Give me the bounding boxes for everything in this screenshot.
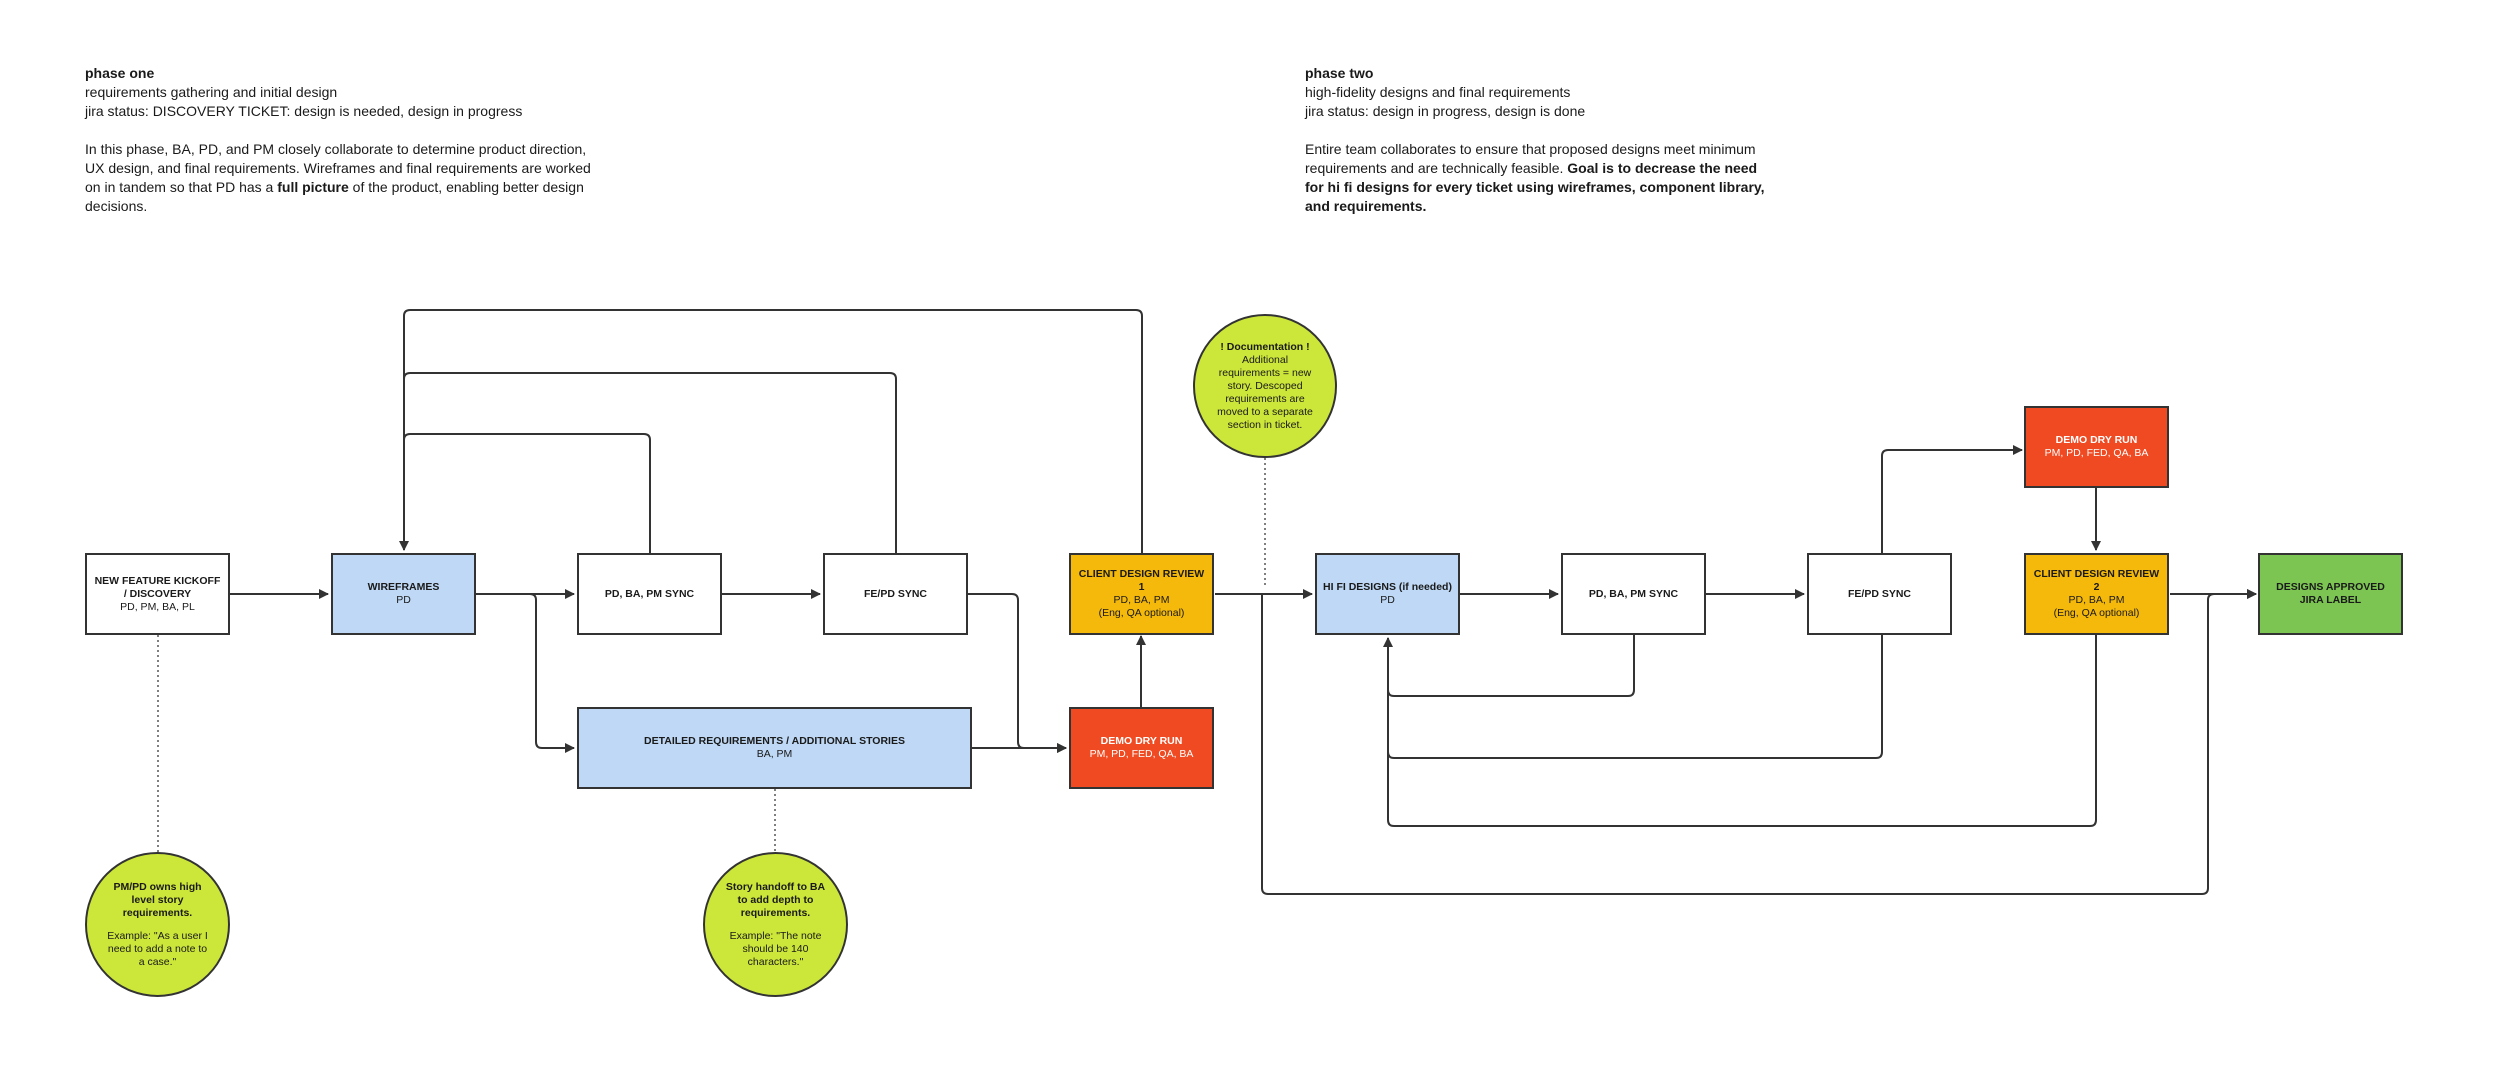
node-approved[interactable]: DESIGNS APPROVED JIRA LABEL — [2258, 553, 2403, 635]
phase-two-title: phase two — [1305, 65, 1374, 81]
node-fepd1[interactable]: FE/PD SYNC — [823, 553, 968, 635]
bypass-review1-approved — [1261, 589, 2257, 895]
node-wireframes-roles: PD — [396, 594, 411, 606]
node-detailed-roles: BA, PM — [756, 748, 793, 760]
node-review1-title: CLIENT DESIGN REVIEW 1 — [1078, 568, 1205, 593]
node-detailed-title: DETAILED REQUIREMENTS / ADDITIONAL STORI… — [644, 735, 905, 747]
note-pmpd-title: PM/PD owns high level story requirements… — [113, 880, 202, 919]
node-fepd2[interactable]: FE/PD SYNC — [1807, 553, 1952, 635]
arrow-wireframes-detailed — [476, 593, 575, 753]
loop-review1-wireframes — [403, 309, 1143, 553]
node-review1-roles: PD, BA, PM — [1113, 594, 1170, 606]
note-documentation-body: Additional requirements = new story. Des… — [1217, 353, 1313, 431]
note-pmpd[interactable]: PM/PD owns high level story requirements… — [85, 852, 230, 997]
note-documentation-title: ! Documentation ! — [1220, 340, 1310, 353]
node-review2-optional: (Eng, QA optional) — [2053, 607, 2140, 619]
phase-two-body: Entire team collaborates to ensure that … — [1305, 140, 1775, 216]
phase-one-subtitle: requirements gathering and initial desig… — [85, 84, 338, 100]
node-kickoff-title: NEW FEATURE KICKOFF / DISCOVERY — [94, 574, 221, 600]
node-hifi[interactable]: HI FI DESIGNS (if needed) PD — [1315, 553, 1460, 635]
node-review2-title: CLIENT DESIGN REVIEW 2 — [2033, 568, 2160, 593]
node-demo2-roles: PM, PD, FED, QA, BA — [2044, 447, 2149, 459]
note-handoff-title: Story handoff to BA to add depth to requ… — [725, 880, 826, 919]
note-pmpd-body: Example: "As a user I need to add a note… — [107, 929, 208, 968]
loop-review2-hifi — [1387, 635, 2097, 827]
phase-one-title: phase one — [85, 65, 155, 81]
phase-one-body-text: In this phase, BA, PD, and PM closely co… — [85, 141, 591, 195]
loop-sync2-hifi — [1383, 635, 1635, 697]
phase-one-body-bold: full picture — [277, 179, 349, 195]
node-kickoff[interactable]: NEW FEATURE KICKOFF / DISCOVERY PD, PM, … — [85, 553, 230, 635]
phase-two-subtitle: high-fidelity designs and final requirem… — [1305, 84, 1571, 100]
node-sync1[interactable]: PD, BA, PM SYNC — [577, 553, 722, 635]
phase-one-jira-status: jira status: DISCOVERY TICKET: design is… — [85, 103, 523, 119]
arrow-fepd2-demo2 — [1881, 445, 2023, 553]
node-fepd2-title: FE/PD SYNC — [1847, 587, 1911, 600]
loop-sync1-wireframes — [399, 433, 651, 553]
node-demo1-roles: PM, PD, FED, QA, BA — [1089, 748, 1194, 760]
arrow-fepd1-demo1 — [968, 593, 1067, 753]
node-detailed[interactable]: DETAILED REQUIREMENTS / ADDITIONAL STORI… — [577, 707, 972, 789]
node-hifi-roles: PD — [1380, 594, 1395, 606]
note-documentation[interactable]: ! Documentation ! Additional requirement… — [1193, 314, 1337, 458]
node-hifi-title: HI FI DESIGNS (if needed) — [1323, 581, 1452, 593]
phase-two-description: phase two high-fidelity designs and fina… — [1305, 64, 1775, 216]
node-sync1-title: PD, BA, PM SYNC — [604, 587, 695, 600]
phase-one-body: In this phase, BA, PD, and PM closely co… — [85, 140, 605, 216]
phase-one-body-end: of the product, enabling better design d… — [85, 179, 584, 214]
node-demo1-title: DEMO DRY RUN — [1100, 735, 1183, 747]
node-fepd1-title: FE/PD SYNC — [863, 587, 927, 600]
node-review2[interactable]: CLIENT DESIGN REVIEW 2 PD, BA, PM (Eng, … — [2024, 553, 2169, 635]
node-wireframes[interactable]: WIREFRAMES PD — [331, 553, 476, 635]
node-demo2-title: DEMO DRY RUN — [2055, 434, 2138, 446]
node-wireframes-title: WIREFRAMES — [367, 581, 440, 593]
node-kickoff-roles: PD, PM, BA, PL — [120, 600, 195, 613]
node-demo2[interactable]: DEMO DRY RUN PM, PD, FED, QA, BA — [2024, 406, 2169, 488]
node-approved-title: DESIGNS APPROVED JIRA LABEL — [2276, 581, 2385, 606]
note-handoff-body: Example: "The note should be 140 charact… — [729, 929, 822, 968]
phase-two-jira-status: jira status: design in progress, design … — [1305, 103, 1586, 119]
node-sync2-title: PD, BA, PM SYNC — [1588, 587, 1679, 600]
node-review2-roles: PD, BA, PM — [2068, 594, 2125, 606]
phase-two-body-text: Entire team collaborates to ensure that … — [1305, 141, 1756, 176]
node-review1[interactable]: CLIENT DESIGN REVIEW 1 PD, BA, PM (Eng, … — [1069, 553, 1214, 635]
node-demo1[interactable]: DEMO DRY RUN PM, PD, FED, QA, BA — [1069, 707, 1214, 789]
node-review1-optional: (Eng, QA optional) — [1098, 607, 1185, 619]
phase-one-description: phase one requirements gathering and ini… — [85, 64, 605, 216]
node-sync2[interactable]: PD, BA, PM SYNC — [1561, 553, 1706, 635]
phase-two-body-bold: Goal is to decrease the need for hi fi d… — [1305, 160, 1765, 214]
note-handoff[interactable]: Story handoff to BA to add depth to requ… — [703, 852, 848, 997]
